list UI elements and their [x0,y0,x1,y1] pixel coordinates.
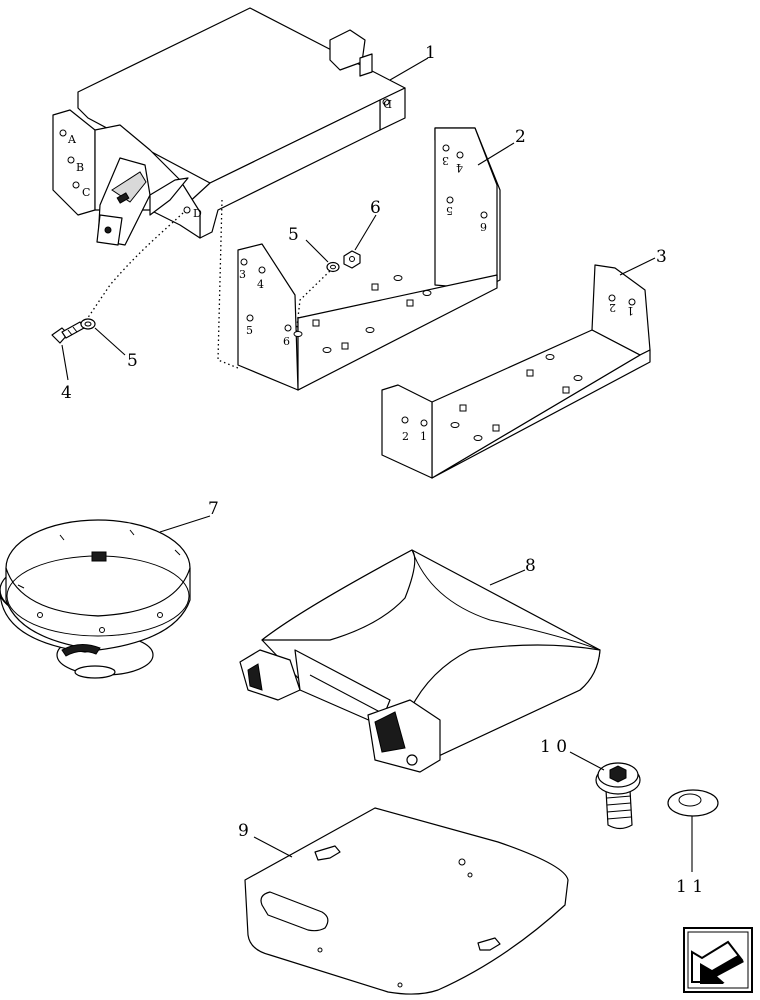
callout-3: 3 [656,247,667,267]
callout-11: 1 1 [676,877,703,897]
callout-4: 4 [61,383,72,403]
bracket-mark-c: C [82,186,90,199]
callout-5-left: 5 [127,351,138,371]
callout-9: 9 [238,821,249,841]
bracket3-mark-1r: 1 [627,304,634,317]
nut-part-6 [343,250,361,269]
callout-5-right: 5 [288,225,299,245]
assembly-line-left [84,212,184,323]
assembly-line-center [217,199,239,369]
bracket2-mark-6r: 6 [480,220,487,233]
bracket3-mark-1: 1 [420,430,427,443]
bracket-mark-d-top: D [383,97,392,110]
callout-1: 1 [425,43,436,63]
mounting-bracket-part-1: A B C D D [52,7,406,246]
washer-part-5-left [80,318,96,330]
bracket2-mark-3: 3 [239,268,246,281]
next-page-arrow-icon [691,940,744,984]
receiver-housing-part-8 [239,549,601,773]
callout-7: 7 [208,499,219,519]
bracket2-mark-4r: 4 [456,161,463,174]
callout-6: 6 [370,198,381,218]
callout-2: 2 [515,127,526,147]
u-channel-bracket-part-2: 3 4 5 6 3 4 5 6 [237,127,501,391]
bolt-part-4 [51,321,85,344]
base-plate-part-9 [244,807,569,995]
bracket2-mark-5r: 5 [446,204,453,217]
next-page-button[interactable] [683,927,753,993]
assembly-line-washer [295,267,334,336]
bracket2-mark-3r: 3 [442,154,449,167]
washer-part-5-right [326,261,340,273]
bracket2-mark-4: 4 [257,278,264,291]
callout-8: 8 [525,556,536,576]
washer-part-11 [667,789,719,817]
leader-lines [61,57,693,872]
bracket2-mark-6: 6 [283,335,290,348]
flat-u-bracket-part-3: 2 1 2 1 [381,264,651,479]
antenna-receiver-part-7 [0,519,191,679]
bracket3-mark-2: 2 [402,430,409,443]
bracket-mark-a: A [67,133,77,146]
bracket-mark-b: B [76,161,84,174]
socket-bolt-part-10 [595,762,641,830]
bracket3-mark-2r: 2 [609,301,616,314]
bracket-mark-d: D [193,207,202,220]
callout-10: 1 0 [540,737,567,757]
bracket2-mark-5: 5 [246,324,253,337]
